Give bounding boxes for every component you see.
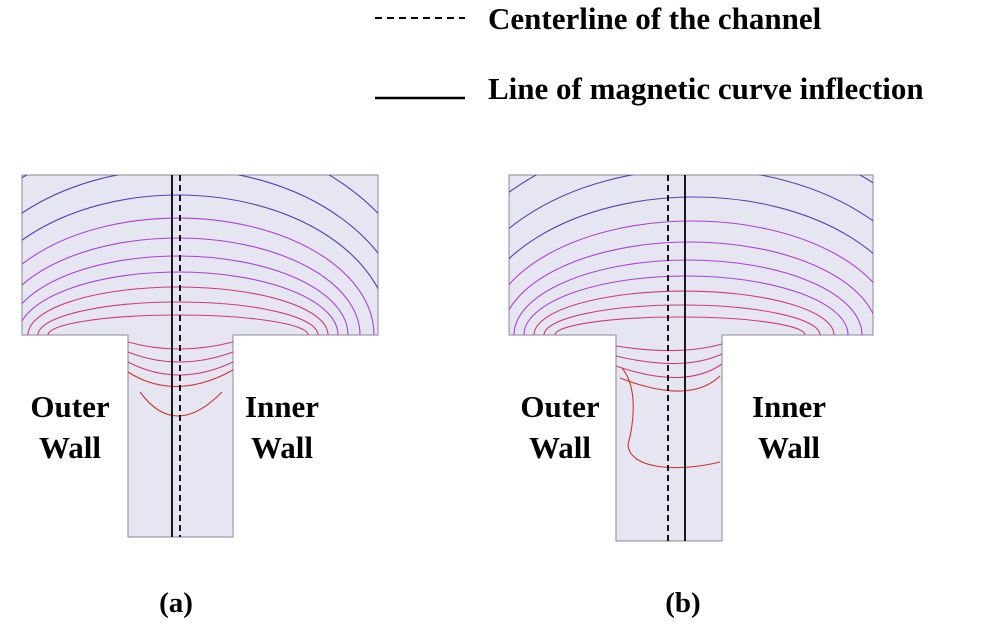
panel-b-outer-wall-label-line1: Outer bbox=[520, 389, 599, 424]
field-line bbox=[615, 343, 723, 352]
field-line bbox=[22, 271, 339, 336]
panel-b-inner-wall-label-line2: Wall bbox=[758, 430, 820, 465]
field-line bbox=[27, 286, 329, 336]
field-line bbox=[47, 314, 309, 336]
field-line bbox=[543, 304, 821, 336]
panel-b: Outer Wall Inner Wall (b) bbox=[508, 174, 874, 619]
panel-b-caption: (b) bbox=[665, 587, 700, 619]
field-line bbox=[139, 391, 223, 417]
field-line bbox=[22, 237, 361, 336]
field-line bbox=[509, 196, 873, 336]
panel-a-caption: (a) bbox=[159, 587, 193, 619]
field-line bbox=[513, 259, 863, 336]
panel-b-domain bbox=[508, 174, 874, 542]
field-line bbox=[22, 194, 378, 336]
legend-inflection-label: Line of magnetic curve inflection bbox=[488, 71, 924, 106]
panel-a-inner-wall-label-line2: Wall bbox=[251, 430, 313, 465]
field-line bbox=[127, 351, 234, 363]
panel-a-outer-wall-label-line2: Wall bbox=[39, 430, 101, 465]
field-line bbox=[615, 353, 723, 365]
field-line bbox=[509, 220, 873, 336]
field-line bbox=[127, 369, 234, 388]
panel-a-inner-wall-label-line1: Inner bbox=[245, 389, 319, 424]
panel-b-inner-wall-label-line1: Inner bbox=[752, 389, 826, 424]
field-line bbox=[127, 361, 234, 376]
legend: Centerline of the channel Line of magnet… bbox=[375, 1, 924, 106]
field-line bbox=[509, 241, 873, 336]
panel-a-domain bbox=[21, 174, 379, 538]
field-line bbox=[619, 375, 721, 392]
field-line bbox=[554, 316, 806, 336]
field-line bbox=[22, 255, 349, 336]
field-line bbox=[615, 363, 723, 379]
panel-a-outer-wall-label-line1: Outer bbox=[30, 389, 109, 424]
panel-b-outer-wall-label-line2: Wall bbox=[529, 430, 591, 465]
panel-a: Outer Wall Inner Wall (a) bbox=[21, 174, 379, 619]
panel-a-field-lines bbox=[22, 175, 378, 417]
field-line bbox=[37, 301, 319, 336]
legend-centerline-label: Centerline of the channel bbox=[488, 1, 822, 36]
field-line bbox=[533, 290, 835, 336]
field-line bbox=[523, 275, 849, 336]
field-line bbox=[22, 217, 375, 336]
panel-b-field-lines bbox=[509, 175, 873, 469]
